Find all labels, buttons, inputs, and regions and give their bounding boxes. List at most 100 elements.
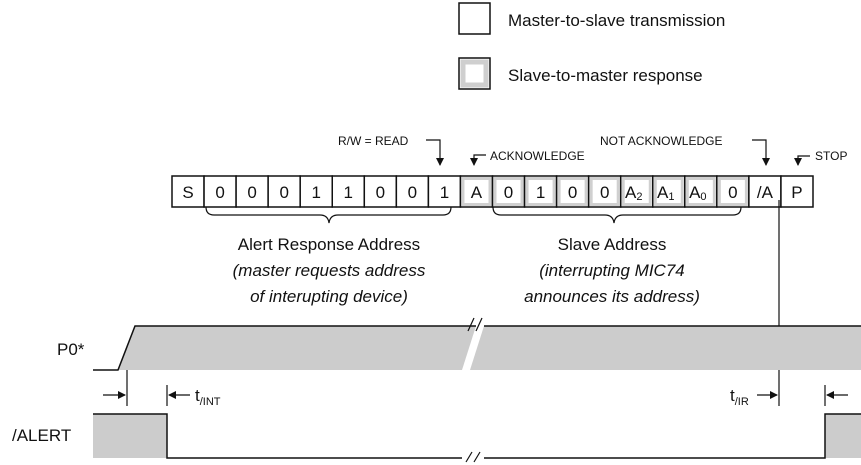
frame-cell: 0 (203, 175, 237, 208)
frame-cell-label: P (791, 183, 802, 202)
frame-cell-label: 1 (344, 183, 353, 202)
frame-cell-label: 0 (408, 183, 417, 202)
frame-cell-slave-shading (653, 177, 684, 206)
brace-alert-response-address (205, 206, 452, 224)
p0-break-mark-1 (467, 317, 475, 332)
t-int-label: t/INT (195, 386, 221, 408)
frame-annotations: R/W = READ ACKNOWLEDGE NOT ACKNOWLEDGE S… (338, 134, 847, 166)
frame-cell-label: A2 (625, 183, 642, 203)
frame-cell-label: 0 (728, 183, 737, 202)
frame-cell: A0 (684, 175, 718, 208)
annotation-stop-leader (794, 155, 810, 166)
frame-cell: /A (748, 175, 782, 208)
p0-fill-right (470, 326, 861, 370)
legend-master-label: Master-to-slave transmission (508, 11, 725, 30)
frame-cell-slave-shading (525, 177, 556, 206)
annotation-rw-read: R/W = READ (338, 134, 409, 148)
frame-cell-label: 1 (440, 183, 449, 202)
frame-cell-label: A1 (657, 183, 674, 203)
slave-address-title: Slave Address (558, 235, 667, 254)
alert-response-address-desc-1: (master requests address (233, 261, 426, 280)
frame-cell-label: 0 (600, 183, 609, 202)
frame-cell: A (459, 175, 494, 208)
alert-response-address-desc-2: of interupting device) (250, 287, 408, 306)
alert-response-address-title: Alert Response Address (238, 235, 420, 254)
alert-label: /ALERT (12, 426, 71, 445)
p0-signal: P0* (57, 317, 861, 371)
frame-cell: 0 (716, 175, 750, 208)
frame-cell-box (395, 175, 430, 208)
frame-cell: 0 (363, 175, 398, 208)
frame-cell-slave-shading (717, 177, 748, 206)
frame-cell: 0 (587, 175, 622, 208)
frame-cell-box (171, 175, 205, 208)
annotation-nack-leader (752, 139, 770, 166)
frame-cell-box (587, 175, 622, 208)
annotation-rw-leader (426, 139, 444, 166)
frame-cell-box (652, 175, 686, 208)
frame-cell-label: 0 (568, 183, 577, 202)
legend-slave-label: Slave-to-master response (508, 66, 703, 85)
alert-waveform-left (93, 413, 462, 459)
group-labels: Alert Response Address (master requests … (233, 235, 700, 306)
alert-high-fill-left (93, 414, 167, 458)
frame-cell-box (331, 175, 366, 208)
frame-cell-label: 0 (376, 183, 385, 202)
frame-cell-box (780, 175, 814, 208)
frame-cell: P (780, 175, 814, 208)
frame-cell-label: 0 (215, 183, 224, 202)
frame-cell: 1 (299, 175, 334, 208)
p0-waveform (93, 325, 476, 371)
alert-waveform-right (484, 413, 861, 459)
frame-cell: 0 (555, 175, 590, 208)
frame-cell-label: /A (757, 183, 774, 202)
frame-cell-box (491, 175, 526, 208)
t-ir-label: t/IR (730, 386, 749, 408)
frame-cell-label: 0 (279, 183, 288, 202)
brace-slave-address (492, 206, 742, 224)
frame-cell-label: 0 (247, 183, 256, 202)
frame-cell: A2 (619, 175, 654, 208)
frame-cell-label: A (471, 183, 483, 202)
p0-label: P0* (57, 340, 85, 359)
frame-cell-box (619, 175, 654, 208)
frame-cell-box (748, 175, 782, 208)
frame-cell-box (427, 175, 462, 208)
alert-break-mark-1 (465, 451, 473, 463)
frame-cell: 0 (267, 175, 301, 208)
frame-cell: 0 (235, 175, 269, 208)
annotation-stop: STOP (815, 149, 847, 163)
annotation-acknowledge: ACKNOWLEDGE (490, 149, 585, 163)
alert-break-mark-2 (473, 451, 481, 463)
frame-cell-slave-shading (589, 177, 620, 206)
frame-cell-slave-shading (557, 177, 588, 206)
frame-cell: 1 (427, 175, 462, 208)
frame-cell: 0 (491, 175, 526, 208)
p0-break-mark-2 (475, 317, 483, 332)
slave-address-desc-2: announces its address) (524, 287, 700, 306)
annotation-ack-leader (470, 154, 486, 166)
frame-cell-label: 1 (536, 183, 545, 202)
legend-slave-swatch-fill (460, 59, 489, 88)
frame-cell-slave-shading (621, 177, 652, 206)
frame-cell-label: S (182, 183, 193, 202)
legend: Master-to-slave transmission Slave-to-ma… (458, 2, 725, 90)
frame-cell-box (267, 175, 301, 208)
alert-high-fill-right (825, 414, 861, 458)
legend-master-swatch (458, 2, 491, 35)
timing-references: t/INT t/IR (103, 370, 848, 408)
frame-cell-box (203, 175, 237, 208)
frame-cell-slave-shading (461, 177, 492, 206)
frame-cell: 1 (523, 175, 558, 208)
frame-cell-slave-shading (685, 177, 716, 206)
frame-cell-box (363, 175, 398, 208)
frame-cell: S (171, 175, 205, 208)
frame-cell: 1 (331, 175, 366, 208)
frame-cell-slave-shading (493, 177, 524, 206)
annotation-not-acknowledge: NOT ACKNOWLEDGE (600, 134, 722, 148)
slave-address-desc-1: (interrupting MIC74 (539, 261, 685, 280)
frame-cell-label: A0 (689, 183, 706, 203)
frame-cell-label: 1 (311, 183, 320, 202)
group-braces (205, 206, 742, 224)
